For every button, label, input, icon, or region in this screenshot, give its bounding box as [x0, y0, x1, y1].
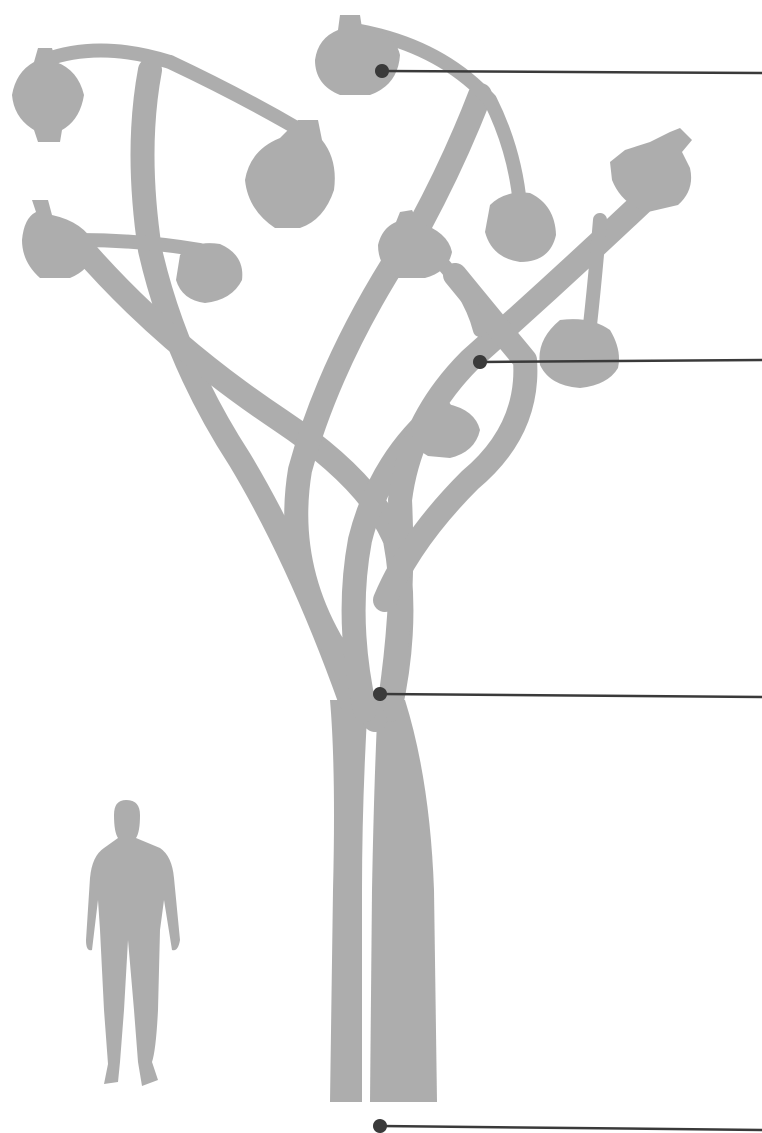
pod-top-center [315, 15, 400, 95]
pod-top-right [610, 128, 692, 212]
branch-top-arc-left [45, 50, 170, 62]
callout-top-pod [375, 64, 762, 78]
main-branches [75, 70, 650, 720]
callout-trunk-split [373, 687, 762, 701]
branch-top-right [420, 95, 480, 225]
pod-top-left [12, 48, 84, 142]
pod-left-mid [22, 200, 95, 278]
trunk-right-leg [370, 700, 437, 1102]
standing-person-icon [86, 800, 180, 1086]
trunk-left-leg [330, 700, 368, 1102]
callout-ground-base [373, 1119, 762, 1133]
branch-left-to-right-pod [170, 62, 300, 130]
tree-silhouette [12, 15, 692, 1102]
pod-small-left [176, 243, 242, 303]
pod-center-junction [378, 210, 452, 278]
pod-mid-right-upper [245, 120, 335, 228]
pod-right-upper [485, 193, 556, 263]
pod-right-large [539, 319, 619, 388]
